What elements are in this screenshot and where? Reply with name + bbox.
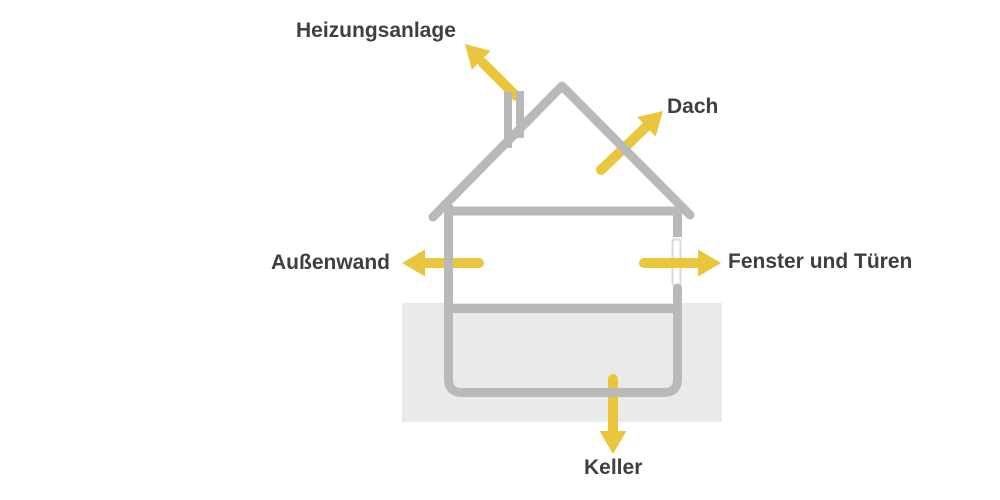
roof-outline [428,81,695,222]
label-exterior-wall: Außenwand [271,251,390,274]
heating-loss-arrow-shaft [478,58,521,101]
window-loss-arrow-icon [639,249,721,277]
label-windows-and-doors: Fenster und Türen [728,250,913,273]
label-basement: Keller [584,456,643,479]
basement-loss-arrow-icon [599,374,627,454]
window-loss-arrow-head [698,249,721,277]
heating-loss-arrow-icon [465,44,521,101]
heating-loss-arrow-head [465,44,491,70]
label-heating-system: Heizungsanlage [296,19,456,42]
label-roof: Dach [667,95,719,118]
wall-loss-arrow-icon [402,249,484,277]
basement-loss-arrow-head [599,431,627,454]
roof-loss-arrow-head [637,111,663,137]
ground-area [402,303,722,422]
wall-loss-arrow-head [402,249,425,277]
house-walls [444,202,682,397]
